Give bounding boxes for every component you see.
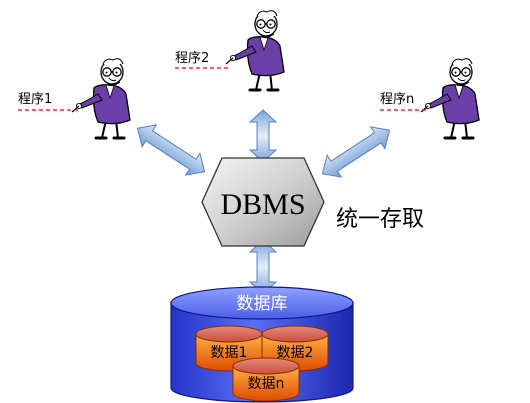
program-1-label: 程序1 xyxy=(18,92,52,107)
data-file-2-label: 数据2 xyxy=(277,345,314,361)
program-n: 程序n xyxy=(380,57,481,140)
programmer-icon xyxy=(70,57,132,140)
arrow-program-2-dbms xyxy=(248,109,278,163)
arrow-dbms-database xyxy=(248,239,278,295)
program-2: 程序2 xyxy=(175,9,286,92)
program-1: 程序1 xyxy=(18,57,132,140)
programmer-icon xyxy=(224,9,286,92)
data-file-1-label: 数据1 xyxy=(211,345,248,361)
database-label: 数据库 xyxy=(237,294,288,314)
arrow-program-n-dbms xyxy=(321,126,391,178)
unified-access-label: 统一存取 xyxy=(336,207,424,232)
data-file-n-label: 数据n xyxy=(248,376,285,392)
arrow-program-1-dbms xyxy=(136,124,206,176)
programmer-icon xyxy=(419,57,481,140)
data-file-n: 数据n xyxy=(232,357,300,402)
dbms-node: DBMS xyxy=(201,157,325,247)
program-n-label: 程序n xyxy=(380,92,414,107)
dbms-label: DBMS xyxy=(220,188,305,221)
program-2-label: 程序2 xyxy=(175,51,209,66)
dbms-hexagon xyxy=(201,157,325,247)
